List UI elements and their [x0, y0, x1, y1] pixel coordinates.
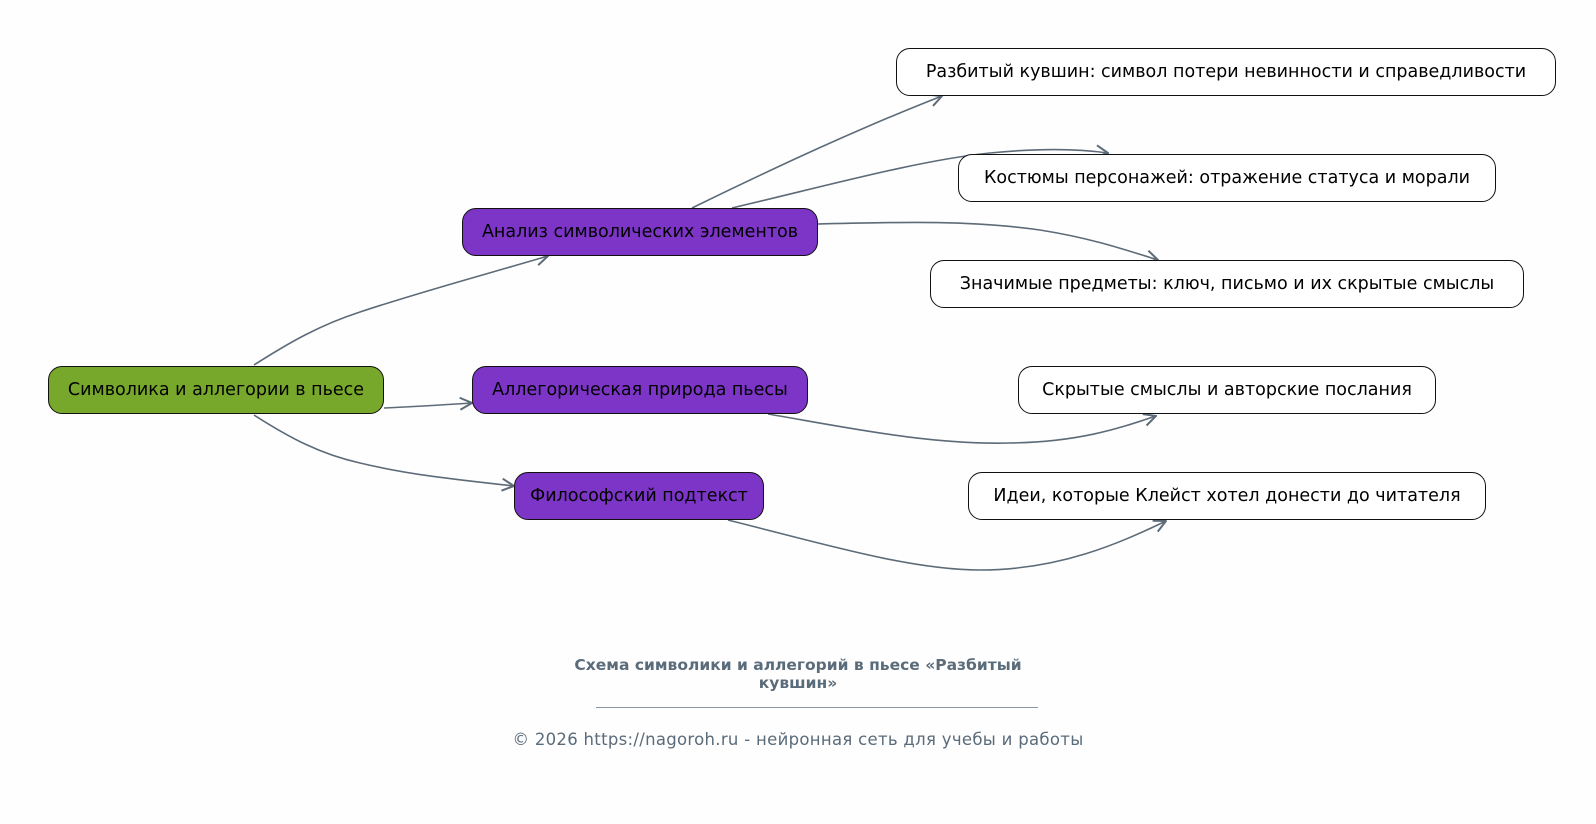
- branch-node-label: Аллегорическая природа пьесы: [492, 380, 788, 400]
- diagram-title: Схема символики и аллегорий в пьесе «Раз…: [0, 656, 1596, 692]
- edge-analysis-to-objects: [817, 221, 1158, 260]
- branch-node-label: Философский подтекст: [530, 486, 748, 506]
- leaf-node-label: Разбитый кувшин: символ потери невинност…: [925, 62, 1527, 82]
- caption-divider: [596, 707, 1038, 708]
- edge-analysis-to-broken-jug: [691, 96, 942, 209]
- branch-node-label: Анализ символических элементов: [481, 222, 799, 242]
- edge-root-to-allegorical-nature: [383, 403, 472, 408]
- copyright-credit: © 2026 https://nagoroh.ru - нейронная се…: [512, 730, 1084, 749]
- leaf-node-costumes[interactable]: Костюмы персонажей: отражение статуса и …: [958, 154, 1496, 202]
- edge-allegory-to-hidden-meanings: [767, 414, 1156, 444]
- leaf-node-hidden-meanings[interactable]: Скрытые смыслы и авторские послания: [1018, 366, 1436, 414]
- edge-root-to-symbolic-analysis: [253, 256, 548, 366]
- leaf-node-label: Значимые предметы: ключ, письмо и их скр…: [959, 274, 1495, 294]
- diagram-title-line-2: кувшин»: [758, 674, 838, 692]
- diagram-title-line-1: Схема символики и аллегорий в пьесе «Раз…: [574, 656, 1022, 674]
- branch-node-symbolic-analysis[interactable]: Анализ символических элементов: [462, 208, 818, 256]
- branch-node-philosophical-subtext[interactable]: Философский подтекст: [514, 472, 764, 520]
- root-node-symbolism[interactable]: Символика и аллегории в пьесе: [48, 366, 384, 414]
- leaf-node-label: Скрытые смыслы и авторские послания: [1042, 380, 1412, 400]
- leaf-node-broken-jug[interactable]: Разбитый кувшин: символ потери невинност…: [896, 48, 1556, 96]
- leaf-node-label: Костюмы персонажей: отражение статуса и …: [983, 168, 1471, 188]
- branch-node-allegorical-nature[interactable]: Аллегорическая природа пьесы: [472, 366, 808, 414]
- leaf-node-kleist-ideas[interactable]: Идеи, которые Клейст хотел донести до чи…: [968, 472, 1486, 520]
- edge-philosophy-to-kleist-ideas: [727, 519, 1166, 571]
- edge-root-to-philosophical-subtext: [253, 414, 514, 486]
- leaf-node-label: Идеи, которые Клейст хотел донести до чи…: [993, 486, 1461, 506]
- leaf-node-significant-objects[interactable]: Значимые предметы: ключ, письмо и их скр…: [930, 260, 1524, 308]
- root-node-label: Символика и аллегории в пьесе: [67, 380, 365, 400]
